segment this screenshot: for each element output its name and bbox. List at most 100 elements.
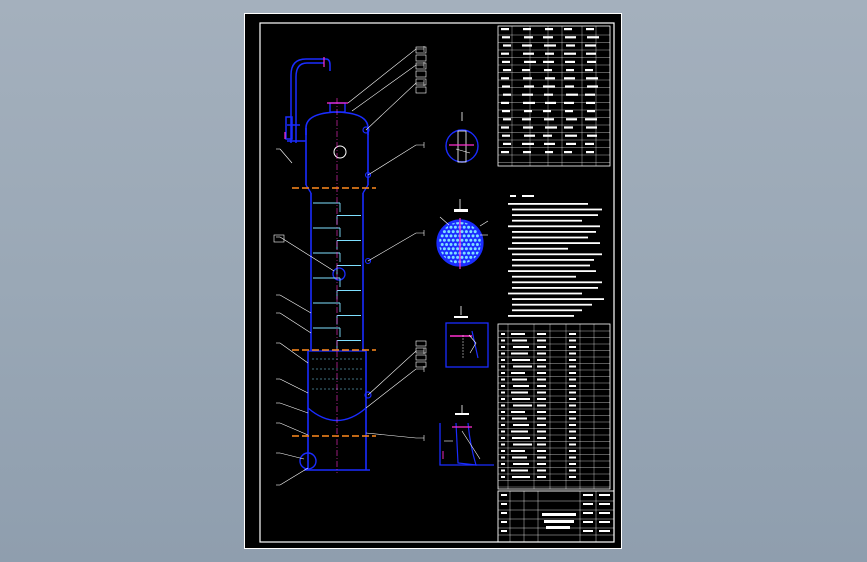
- leader-lines-right: [347, 46, 427, 441]
- packing-ring: [460, 230, 464, 234]
- note-line: [512, 208, 602, 211]
- top-nozzle: [329, 102, 346, 113]
- note-line: [508, 247, 568, 250]
- cell-text: [564, 77, 575, 80]
- packing-ring: [464, 230, 468, 234]
- packing-ring: [445, 243, 449, 246]
- cell-text: [512, 417, 527, 420]
- detail-view-a: [445, 112, 479, 163]
- cell-text: [501, 530, 507, 532]
- detail-view-b: [436, 199, 489, 269]
- packing-ring: [445, 251, 449, 255]
- note-line: [512, 253, 602, 256]
- cell-text: [537, 430, 546, 433]
- cell-text: [501, 28, 509, 31]
- cell-text: [523, 77, 532, 80]
- cell-text: [565, 134, 577, 137]
- cell-text: [501, 333, 505, 335]
- leader-lines-left: [273, 148, 335, 486]
- cell-text: [543, 36, 553, 39]
- cell-text: [501, 346, 505, 348]
- inner-frame: [259, 22, 615, 543]
- cell-text: [543, 60, 554, 63]
- packing-ring: [462, 260, 466, 264]
- cell-text: [569, 339, 576, 342]
- packing-ring: [442, 238, 446, 242]
- packing-ring: [478, 238, 481, 242]
- cell-text: [569, 333, 576, 335]
- note-line: [512, 275, 576, 278]
- packing-ring: [462, 225, 466, 229]
- tag-box: [415, 86, 427, 94]
- cell-text: [537, 365, 546, 368]
- title-block: [497, 490, 615, 543]
- cell-text: [569, 456, 576, 459]
- cell-text: [586, 28, 594, 31]
- cell-text: [569, 430, 576, 433]
- cell-text: [503, 44, 511, 47]
- tag-box: [415, 54, 427, 62]
- packing-ring: [469, 230, 473, 234]
- leader-line: [279, 236, 335, 272]
- cell-text: [512, 378, 527, 381]
- leader-line: [279, 422, 309, 436]
- tag-box: [273, 234, 285, 243]
- cell-text: [501, 430, 505, 433]
- cell-text: [569, 346, 576, 348]
- note-line: [512, 259, 594, 261]
- cell-text: [512, 339, 527, 342]
- cell-text: [501, 417, 505, 420]
- packing-ring: [453, 243, 457, 246]
- cell-text: [569, 372, 576, 374]
- cell-text: [524, 60, 536, 63]
- tag-box: [415, 70, 427, 78]
- packing-ring: [469, 255, 473, 259]
- cell-text: [501, 391, 505, 394]
- note-line: [512, 231, 596, 233]
- cell-text: [512, 476, 530, 478]
- cell-text: [512, 456, 527, 459]
- cell-text: [501, 404, 505, 407]
- cell-text: [501, 365, 505, 368]
- packing-ring: [460, 238, 464, 242]
- cell-text: [503, 69, 511, 72]
- cell-text: [564, 52, 576, 55]
- cell-text: [583, 494, 593, 496]
- cell-text: [537, 424, 546, 426]
- cell-text: [545, 151, 553, 154]
- cell-text: [522, 69, 530, 72]
- packing-ring: [475, 243, 479, 246]
- cell-text: [586, 77, 598, 80]
- cell-text: [566, 142, 576, 145]
- cell-text: [543, 134, 552, 137]
- cell-text: [501, 151, 509, 154]
- cell-text: [501, 352, 505, 355]
- cell-text: [501, 521, 507, 523]
- cell-text: [566, 93, 578, 96]
- detail-view-d: [439, 405, 494, 466]
- cell-text: [569, 359, 576, 361]
- packing-ring: [447, 247, 451, 251]
- cell-text: [569, 469, 576, 472]
- cell-text: [522, 44, 532, 47]
- cell-text: [511, 352, 528, 355]
- cell-text: [501, 378, 505, 381]
- cell-text: [599, 503, 610, 505]
- cell-text: [537, 398, 546, 400]
- packing-ring: [462, 251, 466, 255]
- cell-text: [513, 424, 529, 426]
- packing-ring: [467, 225, 471, 229]
- cell-text: [569, 443, 576, 446]
- cell-text: [511, 391, 528, 394]
- cell-text: [523, 28, 531, 31]
- cell-text: [523, 52, 534, 55]
- packing-ring: [442, 230, 446, 234]
- cell-text: [537, 443, 546, 446]
- packing-ring: [440, 260, 444, 264]
- packing-ring: [453, 260, 457, 264]
- cell-text: [501, 469, 505, 472]
- leader-line: [279, 402, 309, 414]
- note-line: [512, 303, 592, 306]
- cell-text: [569, 450, 576, 452]
- cell-text: [569, 385, 576, 387]
